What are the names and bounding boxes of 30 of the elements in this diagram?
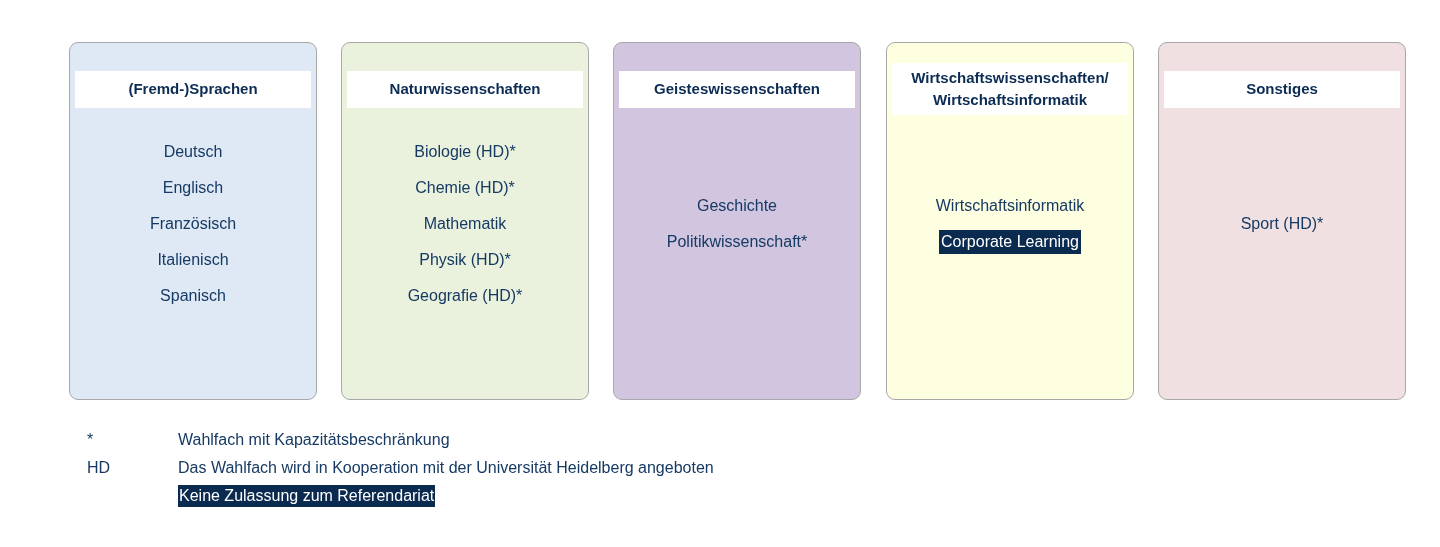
subject-name: Deutsch <box>163 142 223 162</box>
subject-name: Physik (HD)* <box>419 250 511 270</box>
subject-name: Geografie (HD)* <box>407 286 523 306</box>
subject-name: Sport (HD)* <box>1240 214 1324 234</box>
subject-name: Italienisch <box>157 250 229 270</box>
footnote-symbol: * <box>87 430 94 450</box>
card-heading: (Fremd-)Sprachen <box>75 70 311 108</box>
card-heading: Sonstiges <box>1164 70 1400 108</box>
subject-name: Mathematik <box>423 214 507 234</box>
category-card <box>1158 42 1406 400</box>
category-card <box>886 42 1134 400</box>
subject-name: Englisch <box>162 178 224 198</box>
footnote-symbol: HD <box>87 458 111 478</box>
subject-name: Chemie (HD)* <box>415 178 515 198</box>
footnote-text: Das Wahlfach wird in Kooperation mit der Universität Heidelberg angeboten <box>178 458 714 478</box>
subject-name: Biologie (HD)* <box>414 142 516 162</box>
subject-name: Französisch <box>149 214 237 234</box>
legend-entry: Keine Zulassung zum Referendariat <box>178 485 436 507</box>
card-heading: Wirtschaftswissenschaften/ Wirtschaftsinformatik <box>892 63 1128 115</box>
subject-name: Spanisch <box>160 286 226 306</box>
highlighted-subject: Corporate Learning <box>939 230 1081 254</box>
subject-name: Geschichte <box>696 196 777 216</box>
card-heading: Naturwissenschaften <box>347 70 583 108</box>
card-heading: Geisteswissenschaften <box>619 70 855 108</box>
category-card <box>613 42 861 400</box>
subject-name: Politikwissenschaft* <box>666 232 808 252</box>
category-card <box>341 42 589 400</box>
category-card <box>69 42 317 400</box>
subject-name: Wirtschaftsinformatik <box>935 196 1085 216</box>
footnote-text: Wahlfach mit Kapazitätsbeschränkung <box>178 430 450 450</box>
